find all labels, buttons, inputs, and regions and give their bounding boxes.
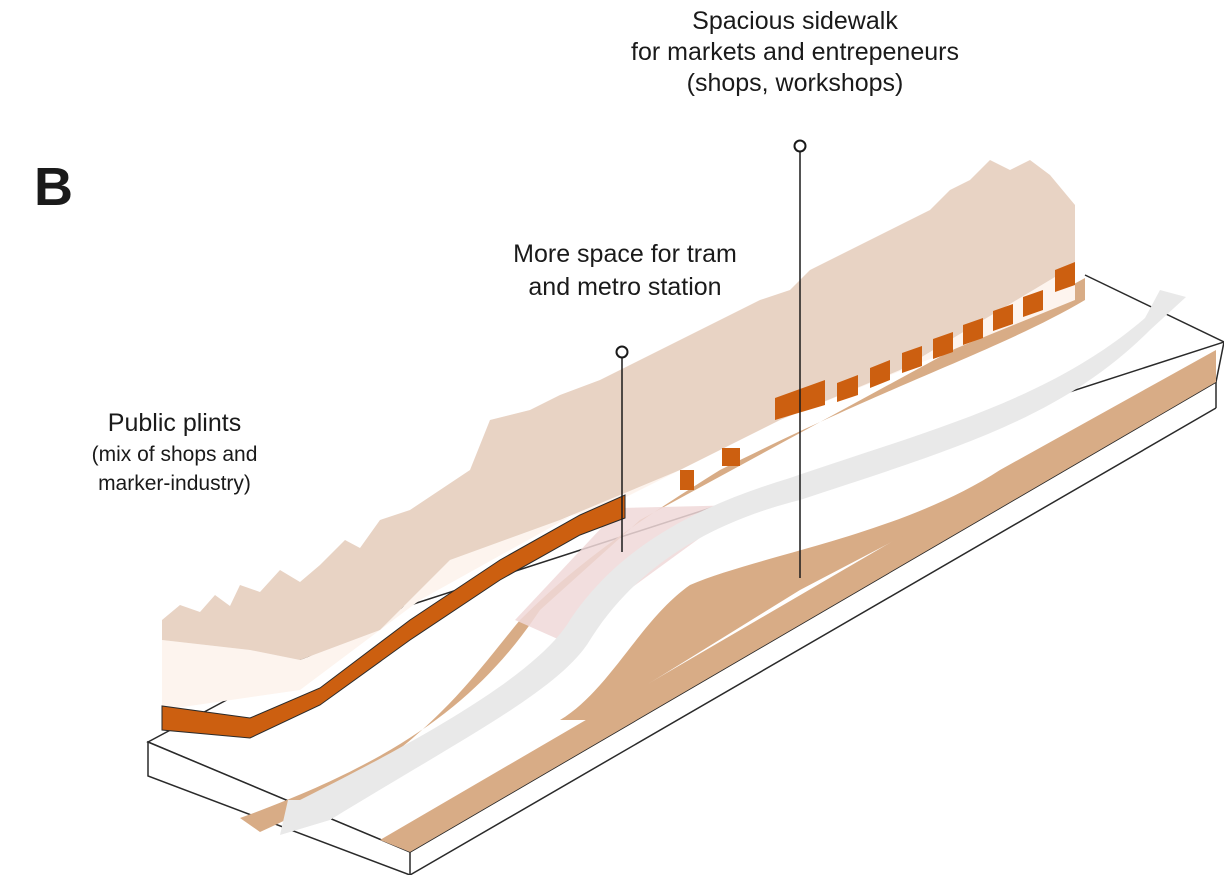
sidewalk-near [380, 362, 1216, 852]
building-facade-upper [162, 160, 1075, 660]
label-tram-line1: More space for tram [513, 240, 737, 268]
building-facade-pale [162, 265, 1075, 710]
label-tram: More space for tram and metro station [470, 238, 780, 304]
label-sidewalk-line1: Spacious sidewalk [692, 7, 898, 35]
label-plints-line2: (mix of shops and [91, 443, 258, 466]
flow-arrow [280, 290, 1186, 835]
callout-dot-tram [615, 345, 629, 359]
label-sidewalk-line3: (shops, workshops) [686, 69, 904, 97]
plinth-left [161, 494, 626, 739]
sidewalk-wide [560, 350, 1216, 720]
label-sidewalk: Spacious sidewalk for markets and entrep… [560, 6, 1030, 99]
callout-dot-sidewalk [793, 139, 807, 153]
label-plints: Public plints (mix of shops and marker-i… [52, 407, 297, 498]
label-sidewalk-line2: for markets and entrepeneurs [631, 38, 959, 66]
panel-letter: B [34, 157, 73, 217]
sidewalk-building-side [240, 278, 1085, 832]
label-tram-line2: and metro station [528, 273, 722, 301]
label-plints-line3: marker-industry) [98, 472, 251, 495]
label-plints-title: Public plints [107, 409, 242, 437]
